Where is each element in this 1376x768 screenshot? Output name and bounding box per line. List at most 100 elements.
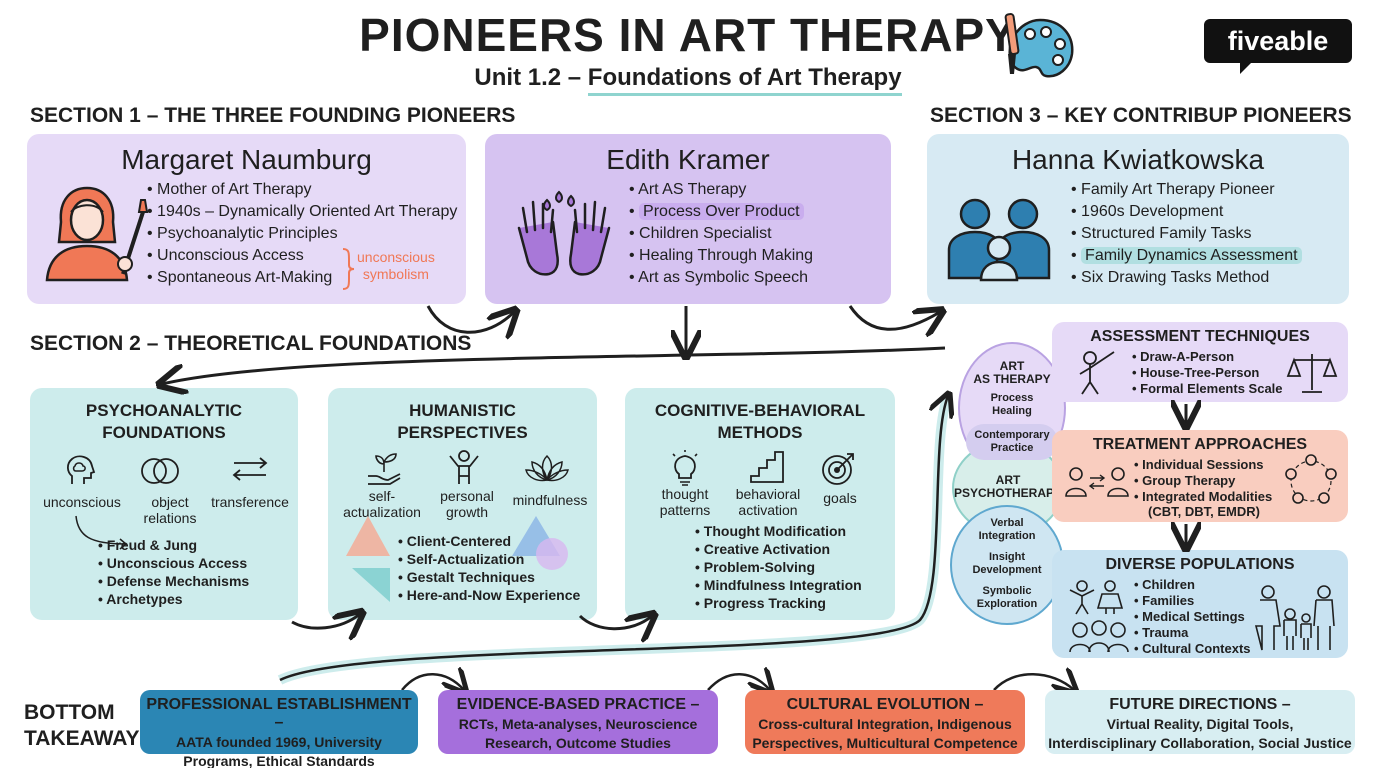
naumburg-bullet: Psychoanalytic Principles [147, 223, 457, 245]
kramer-bullets: Art AS Therapy Process Over Product Chil… [629, 179, 813, 289]
fiveable-logo[interactable]: fiveable [1204, 19, 1352, 63]
highlighted-text: Process Over Product [639, 203, 804, 220]
kwiatkowska-bullet: Six Drawing Tasks Method [1071, 267, 1302, 289]
takeaway-title: EVIDENCE-BASED PRACTICE – [456, 696, 700, 713]
kwiatkowska-bullet: 1960s Development [1071, 201, 1302, 223]
hand-plant-icon [368, 453, 401, 485]
venn-circles-icon [141, 458, 179, 484]
cognitive-bullets: Thought Modification Creative Activation… [695, 522, 862, 612]
kramer-bullet: Art as Symbolic Speech [629, 267, 813, 289]
assessment-bullets: Draw-A-Person House-Tree-Person Formal E… [1132, 349, 1283, 397]
kramer-bullet: Process Over Product [629, 201, 813, 223]
humanistic-bullets: Client-Centered Self-Actualization Gesta… [398, 532, 581, 604]
circle-item: Process [990, 392, 1034, 404]
populations-bullets: Children Families Medical Settings Traum… [1134, 577, 1251, 657]
person-cheer-icon [449, 450, 479, 484]
annotation-line: unconscious [357, 249, 435, 265]
naumburg-bullets: Mother of Art Therapy 1940s – Dynamicall… [147, 179, 457, 289]
lotus-icon [525, 454, 569, 482]
kramer-bullet: Art AS Therapy [629, 179, 813, 201]
takeaway-box-evidence: EVIDENCE-BASED PRACTICE – RCTs, Meta-ana… [438, 690, 718, 754]
bottom-takeaway-label: BOTTOM TAKEAWAY [24, 700, 140, 752]
naumburg-annotation: unconscious symbolism [357, 249, 435, 283]
circle-title-line: ART [999, 359, 1025, 373]
kramer-bullet: Healing Through Making [629, 245, 813, 267]
icon-label: mindfulness [512, 492, 588, 508]
psychoanalytic-title: PSYCHOANALYTIC FOUNDATIONS [30, 400, 298, 444]
icon-label: transference [211, 494, 289, 510]
circle-item-line: Integration [978, 530, 1036, 542]
annotation-line: symbolism [362, 266, 429, 282]
takeaway-text: RCTs, Meta-analyses, Neuroscience [458, 716, 698, 732]
icon-label: object relations [143, 494, 197, 526]
title-line: HUMANISTIC [409, 401, 516, 420]
kwiatkowska-card: Hanna Kwiatkowska Family Art Therapy Pio… [927, 134, 1349, 304]
psychoanalytic-card: PSYCHOANALYTIC FOUNDATIONS unconscious o… [30, 388, 298, 620]
balance-scale-icon [1286, 354, 1338, 393]
person-pointing-icon [1079, 351, 1115, 395]
children-icon [1069, 580, 1124, 615]
circle-title-line: ART [995, 473, 1021, 487]
circle-item-line: Exploration [976, 598, 1038, 610]
takeaway-text: Interdisciplinary Collaboration, Social … [1048, 735, 1352, 751]
theory-bullet: Gestalt Techniques [398, 568, 580, 586]
theory-bullet: Unconscious Access [98, 554, 249, 572]
section3-title: SECTION 3 – KEY CONTRIBUP PIONEERS [930, 104, 1352, 127]
circle-title: ART AS THERAPY [960, 360, 1064, 386]
assessment-bullet: House-Tree-Person [1132, 365, 1283, 381]
kwiatkowska-bullet: Structured Family Tasks [1071, 223, 1302, 245]
circle-title-line: AS THERAPY [973, 372, 1051, 386]
paint-palette-icon [1004, 13, 1074, 78]
takeaway-title: FUTURE DIRECTIONS – [1109, 696, 1291, 713]
raised-hands-icon [517, 190, 611, 276]
treatment-bullet: Group Therapy [1134, 473, 1272, 489]
circle-item-line: Insight [988, 551, 1026, 563]
assessment-bullet: Draw-A-Person [1132, 349, 1283, 365]
icon-label: thought patterns [659, 486, 711, 518]
brace-icon [342, 248, 355, 290]
takeaway-text: Perspectives, Multicultural Competence [752, 735, 1018, 751]
label-line: BOTTOM [24, 701, 115, 724]
theory-bullet: Self-Actualization [398, 550, 580, 568]
takeaway-text: Programs, Ethical Standards [183, 753, 375, 768]
circle-title-line: PSYCHOTHERAPY [954, 486, 1063, 500]
population-bullet: Medical Settings [1134, 609, 1251, 625]
contemporary-practice-overlap: Contemporary Practice [966, 424, 1058, 460]
assessment-title: ASSESSMENT TECHNIQUES [1090, 328, 1310, 345]
naumburg-bullet: Mother of Art Therapy [147, 179, 457, 201]
kwiatkowska-name: Hanna Kwiatkowska [1011, 144, 1265, 175]
kwiatkowska-bullet: Family Art Therapy Pioneer [1071, 179, 1302, 201]
highlighted-text: Family Dynamics Assessment [1081, 247, 1302, 264]
verbal-integration-circle: Verbal Integration Insight Development S… [950, 505, 1064, 625]
circle-item: Contemporary [974, 429, 1050, 441]
fiveable-logo-tail [1240, 60, 1254, 74]
treatment-title: TREATMENT APPROACHES [1092, 436, 1308, 453]
title-line: METHODS [717, 423, 803, 442]
takeaway-text: AATA founded 1969, University [176, 734, 382, 750]
populations-box: DIVERSE POPULATIONS Children Families Me… [1052, 550, 1348, 658]
theory-bullet: Creative Activation [695, 540, 862, 558]
section1-title: SECTION 1 – THE THREE FOUNDING PIONEERS [30, 104, 516, 127]
naumburg-bullet: Spontaneous Art-Making [147, 267, 457, 289]
subtitle-highlight: Foundations of Art Therapy [587, 64, 902, 96]
stairs-icon [750, 451, 784, 483]
takeaway-title: CULTURAL EVOLUTION – [786, 696, 984, 713]
kramer-bullet: Children Specialist [629, 223, 813, 245]
naumburg-bullet: Unconscious Access [147, 245, 457, 267]
population-bullet: Children [1134, 577, 1251, 593]
theory-bullet: Progress Tracking [695, 594, 862, 612]
section2-title: SECTION 2 – THEORETICAL FOUNDATIONS [30, 332, 472, 355]
theory-bullet: Defense Mechanisms [98, 572, 249, 590]
takeaway-box-cultural: CULTURAL EVOLUTION – Cross-cultural Inte… [745, 690, 1025, 754]
page-subtitle: Unit 1.2 – Foundations of Art Therapy [0, 64, 1376, 96]
theory-bullet: Thought Modification [695, 522, 862, 540]
takeaway-text: Virtual Reality, Digital Tools, [1106, 716, 1294, 732]
circle-item: Insight Development [952, 551, 1062, 577]
target-icon [822, 453, 854, 485]
treatment-bullets: Individual Sessions Group Therapy Integr… [1134, 457, 1272, 505]
title-line: COGNITIVE-BEHAVIORAL [654, 401, 866, 420]
takeaway-box-future: FUTURE DIRECTIONS – Virtual Reality, Dig… [1045, 690, 1355, 754]
label-line: TAKEAWAY [24, 727, 140, 750]
takeaway-text: Cross-cultural Integration, Indigenous [758, 716, 1012, 732]
title-line: FOUNDATIONS [102, 423, 226, 442]
